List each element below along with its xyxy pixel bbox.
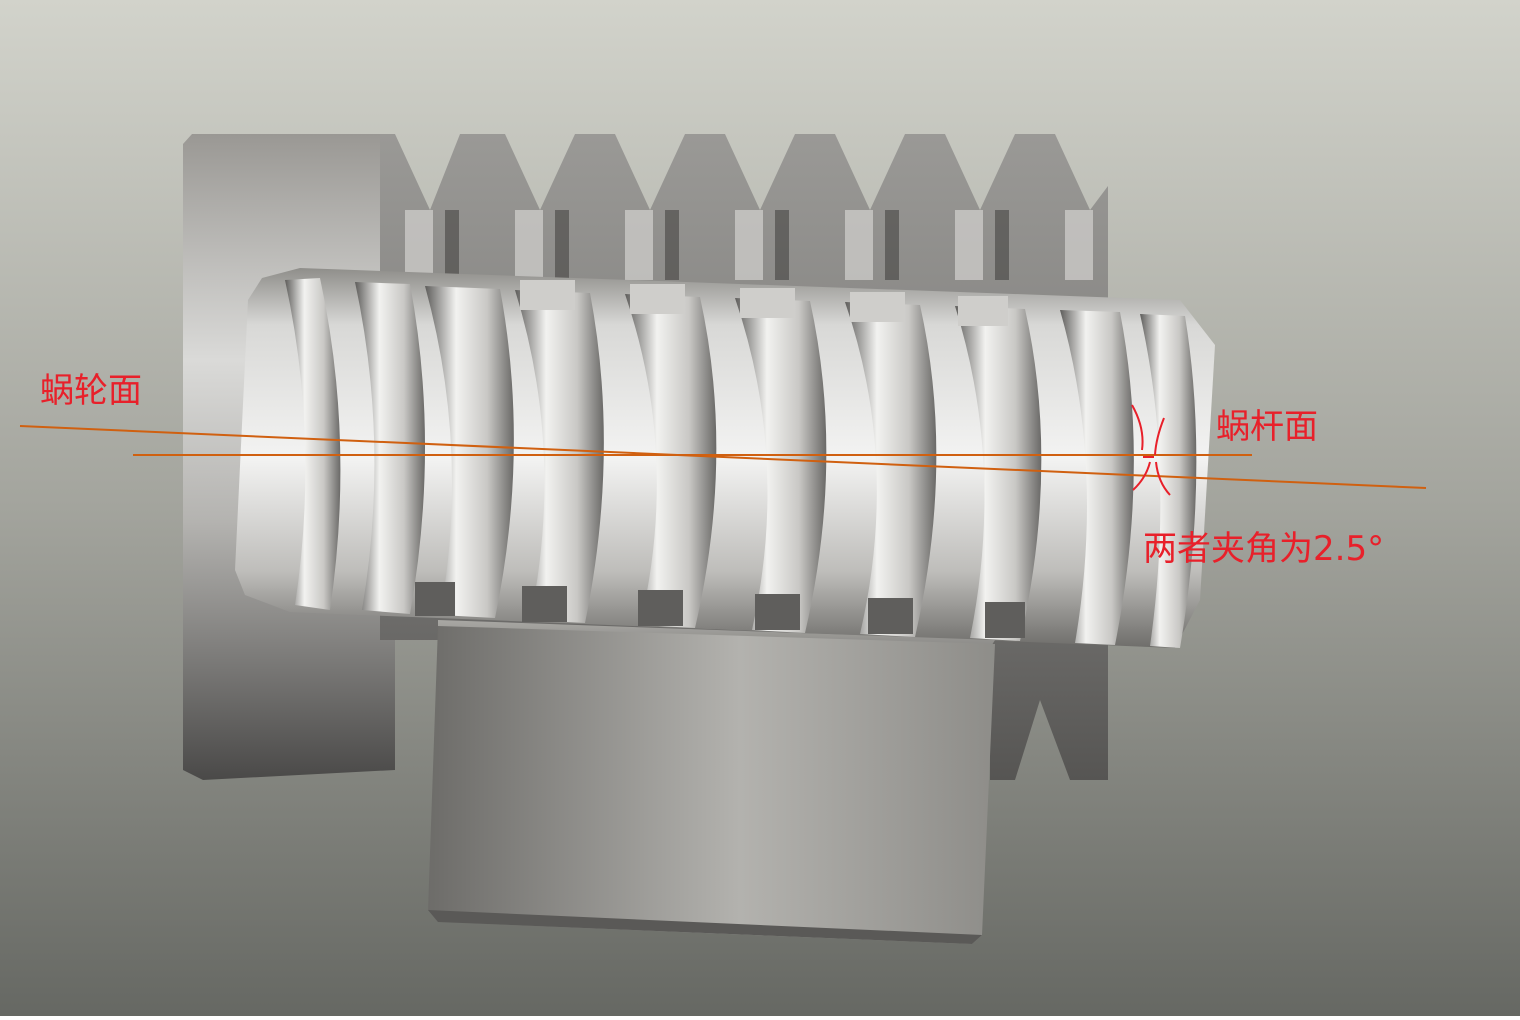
worm-teeth: [285, 278, 1197, 648]
lower-block-face: [428, 626, 995, 944]
angle-dimension-marks: [1131, 404, 1171, 496]
worm-plane-label: 蜗杆面: [1216, 407, 1318, 447]
reference-lines: [19, 425, 1427, 489]
worm-tooth-flats: [415, 582, 1025, 638]
worm-tooth-tops: [520, 280, 1008, 326]
angle-note-label: 两者夹角为2.5°: [1143, 529, 1385, 569]
lower-block-bottom-edge: [428, 910, 982, 944]
wheel-thread-highlights: [405, 210, 1093, 280]
wheel-lower-block[interactable]: [428, 620, 995, 944]
wheel-plane-line: [19, 425, 1427, 489]
wheel-plane-label: 蜗轮面: [40, 371, 142, 411]
wheel-thread-shadows: [445, 210, 1009, 280]
